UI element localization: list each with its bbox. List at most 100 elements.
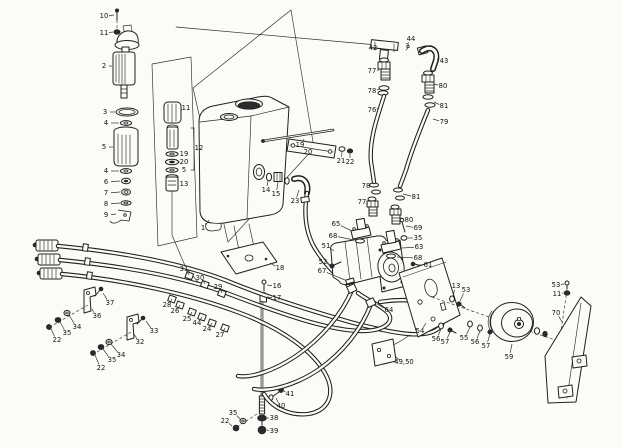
callout-label: 11: [100, 29, 109, 37]
callout-leader: [186, 271, 190, 276]
hose-end-couplers: [32, 239, 63, 280]
callout-leader: [266, 180, 269, 187]
callout-label: 55: [460, 334, 469, 342]
callout-leader: [145, 320, 152, 329]
callout-leader: [108, 14, 115, 16]
callout-leader: [283, 390, 286, 393]
callout-label: 68: [414, 254, 423, 262]
mount-bracket-54: [385, 257, 461, 349]
pump-inlet-fittings: [366, 182, 405, 225]
callout-label: 32: [136, 338, 145, 346]
callout-leader: [366, 202, 369, 205]
callout-leader: [326, 272, 346, 281]
callout-leader: [376, 107, 379, 110]
callout-leader: [94, 354, 100, 365]
callout-leader: [202, 280, 206, 285]
callout-label: 9: [104, 211, 108, 219]
callout-label: 40: [277, 402, 286, 410]
callout-leader: [91, 308, 95, 313]
callout-leader: [110, 343, 118, 353]
callout-leader: [228, 423, 233, 427]
callout-leader: [177, 304, 181, 309]
callout-leader: [433, 101, 440, 105]
callout-label: 56: [432, 335, 441, 343]
callout-leader: [327, 263, 331, 266]
callout-leader: [102, 292, 108, 300]
callout-label: 11: [182, 104, 191, 112]
callout-leader: [560, 283, 565, 285]
callout-leader: [476, 330, 481, 339]
callout-label: 79: [440, 118, 449, 126]
callout-label: 4: [104, 119, 108, 127]
callout-label: 27: [216, 331, 225, 339]
callout-leader: [169, 298, 173, 303]
callout-label: 31: [180, 265, 189, 273]
callout-label: 22: [97, 364, 106, 372]
callout-label: 35: [108, 356, 117, 364]
callout-leader: [68, 314, 75, 324]
clamp-bracket-32: [90, 313, 146, 356]
filter-column: [163, 101, 200, 284]
callout-leader: [220, 290, 223, 294]
callout-leader: [395, 356, 400, 361]
callout-label: 44: [407, 35, 416, 43]
callout-label: 18: [276, 264, 285, 272]
callout-leader: [436, 58, 440, 61]
callout-label: 34: [117, 351, 126, 359]
callout-leader: [452, 289, 455, 297]
callout-label: 28: [163, 301, 172, 309]
callout-leader: [236, 415, 241, 420]
callout-label: 65: [332, 220, 341, 228]
callout-leader: [432, 118, 440, 122]
callout-leader: [222, 327, 226, 332]
shim-plate-49-50: [371, 338, 397, 367]
callout-leader: [102, 348, 110, 358]
callout-leader: [401, 246, 415, 249]
callout-label: 25: [183, 315, 192, 323]
callout-label: 20: [180, 158, 189, 166]
callout-leader: [433, 83, 439, 86]
callout-label: 35: [229, 409, 238, 417]
callout-label: 78: [368, 87, 377, 95]
callout-label: 80: [405, 216, 414, 224]
callout-label: 34: [73, 323, 82, 331]
callout-label: 2: [102, 62, 106, 70]
callout-label: 76: [368, 106, 377, 114]
callout-label: 57: [482, 342, 491, 350]
callout-label: 24: [203, 325, 212, 333]
callout-label: 3: [103, 108, 107, 116]
callout-leader: [110, 213, 117, 215]
callout-label: 80: [439, 82, 448, 90]
callout-label: 30: [196, 274, 205, 282]
callout-label: 1: [201, 224, 205, 232]
tank-strap-assembly: [261, 128, 354, 159]
callout-label: 81: [412, 193, 421, 201]
hose-unions: [81, 243, 230, 333]
callout-label: 49,50: [394, 358, 413, 366]
callout-leader: [487, 333, 491, 343]
callout-label: 17: [273, 294, 282, 302]
callout-leader: [405, 225, 414, 228]
callout-label: 21: [337, 157, 346, 165]
callout-label: 77: [358, 198, 367, 206]
callout-label: 5: [102, 143, 106, 151]
callout-label: 35: [414, 234, 423, 242]
callout-label: 51: [322, 242, 331, 250]
callout-label: 8: [104, 200, 108, 208]
callout-leader: [302, 138, 305, 142]
callout-leader: [402, 193, 412, 197]
callout-label: 7: [104, 189, 108, 197]
callout-label: 23: [291, 197, 300, 205]
callout-label: 64: [385, 306, 394, 314]
callout-leader: [205, 219, 210, 225]
callout-label: 52: [319, 258, 328, 266]
callout-label: 41: [286, 390, 295, 398]
callout-leader: [110, 202, 121, 205]
callout-leader: [558, 316, 563, 323]
callout-label: 53: [552, 281, 561, 289]
callout-label: 81: [440, 102, 449, 110]
callout-leader: [437, 328, 442, 336]
pump-hoses: [235, 283, 377, 392]
